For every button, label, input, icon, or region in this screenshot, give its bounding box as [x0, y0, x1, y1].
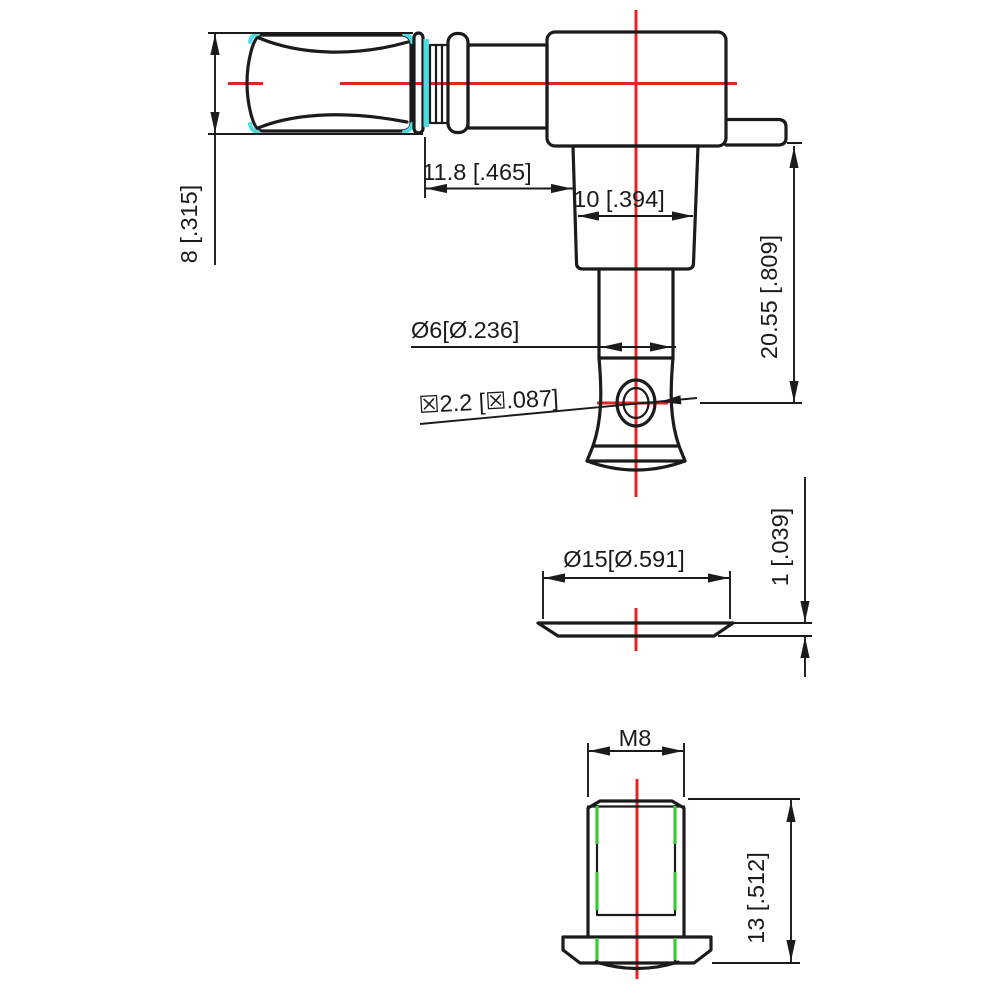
arrowhead — [589, 746, 610, 756]
knob-end-disc — [412, 31, 425, 135]
dim-gear-width: 10 [.394] — [573, 186, 693, 221]
arrowhead — [210, 34, 220, 55]
dim-knob-to-gear: 11.8 [.465] — [422, 137, 573, 198]
arrowhead — [786, 940, 796, 961]
arrowhead — [426, 183, 447, 194]
arrowhead — [650, 342, 671, 352]
post-waist-right — [669, 356, 681, 448]
knob-face-curve-top — [257, 36, 410, 54]
dim-knob-height: 8 [.315] — [176, 32, 423, 265]
knob-collar — [412, 31, 549, 135]
arrowhead — [800, 637, 810, 658]
knob-face-curve-bottom — [256, 113, 409, 130]
arrowhead — [578, 211, 599, 221]
dim-label-bushing-thread: M8 — [619, 725, 652, 751]
post-cap-bottom-arc — [585, 459, 687, 472]
washer-profile — [536, 621, 735, 638]
dim-label-knob-to-gear: 11.8 [.465] — [422, 159, 531, 185]
arrowhead — [672, 211, 693, 221]
collar-barrel — [466, 43, 549, 130]
arrowhead — [544, 573, 565, 583]
dim-washer-diameter: Ø15[Ø.591] — [542, 546, 731, 619]
dim-post-length: 20.55 [.809] — [700, 142, 802, 404]
arrowhead — [789, 381, 799, 402]
dim-label-post-diameter: Ø6[Ø.236] — [411, 317, 519, 343]
knob-highlight — [248, 122, 260, 134]
flange-bottom-arc — [594, 960, 680, 971]
washer-view: Ø15[Ø.591] 1 [.039] — [536, 477, 812, 677]
arrowhead — [551, 183, 572, 194]
bushing-body — [586, 799, 686, 939]
gear-section — [571, 144, 700, 271]
dim-bushing-height: 13 [.512] — [688, 798, 800, 964]
post-shaft — [597, 267, 675, 360]
knob-highlight — [248, 32, 260, 44]
arrowhead — [601, 342, 622, 352]
arrowhead — [708, 573, 729, 583]
string-hole-outer — [615, 378, 657, 428]
arrowhead — [800, 601, 810, 622]
side-view: 8 [.315] 11.8 [.465] 10 [.394] 20.55 [.8… — [176, 10, 802, 497]
bushing-view: M8 13 [.512] — [561, 725, 800, 979]
arrowhead — [786, 801, 796, 822]
dim-label-washer-thickness: 1 [.039] — [767, 508, 793, 586]
arrowhead — [789, 147, 799, 168]
centerlines-side — [228, 10, 737, 497]
mounting-tab — [724, 117, 788, 147]
dim-string-hole: ☒2.2 [☒.087] — [418, 385, 698, 425]
knob-highlight — [402, 32, 414, 44]
dim-post-diameter: Ø6[Ø.236] — [411, 317, 676, 352]
dim-label-knob-height: 8 [.315] — [176, 185, 202, 263]
dim-label-washer-diameter: Ø15[Ø.591] — [563, 546, 685, 572]
collar-highlight-band — [423, 39, 429, 127]
tuner-knob — [245, 32, 414, 134]
collar-rib-lines — [434, 43, 444, 125]
knob-highlight — [402, 122, 414, 134]
dim-label-bushing-height: 13 [.512] — [743, 852, 769, 943]
arrowhead — [662, 746, 683, 756]
post-cap — [585, 444, 687, 463]
arrowhead — [210, 112, 220, 133]
dim-washer-thickness: 1 [.039] — [718, 477, 812, 677]
dim-bushing-thread: M8 — [587, 725, 685, 797]
dim-label-gear-width: 10 [.394] — [573, 186, 664, 212]
post-waist-left — [591, 356, 603, 448]
dim-label-post-length: 20.55 [.809] — [756, 235, 782, 359]
